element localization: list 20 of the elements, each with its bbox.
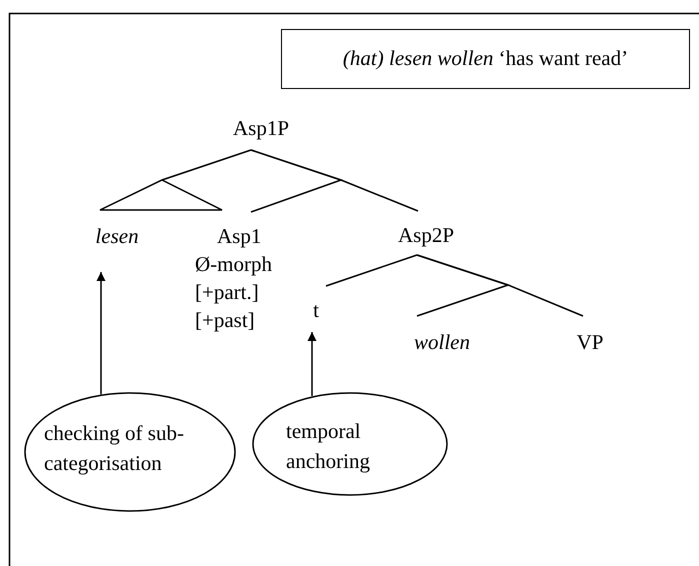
tree-branch [326,254,418,287]
tree-label: wollen [414,329,470,356]
tree-label: Asp2P [398,222,454,249]
tree-branch [99,149,252,211]
arrow [96,272,106,394]
ellipse-text: checking of sub-categorisation [44,420,185,477]
example-text: (hat) lesen wollen ‘has want read’ [342,45,628,72]
feature-label: [+past] [195,307,255,334]
example-box [281,29,690,89]
tree-label: t [313,297,319,324]
tree-label: lesen [95,223,139,250]
tree-label: Asp1P [232,115,290,142]
ellipse-text: temporal anchoring [286,418,371,475]
tree-branch [250,149,418,212]
tree-branch [416,254,584,317]
feature-label: [+part.] [195,279,259,306]
tree-label: VP [576,329,604,356]
arrow [308,332,316,396]
feature-label: Ø-morph [195,251,272,278]
tree-label: Asp1 [217,223,262,250]
